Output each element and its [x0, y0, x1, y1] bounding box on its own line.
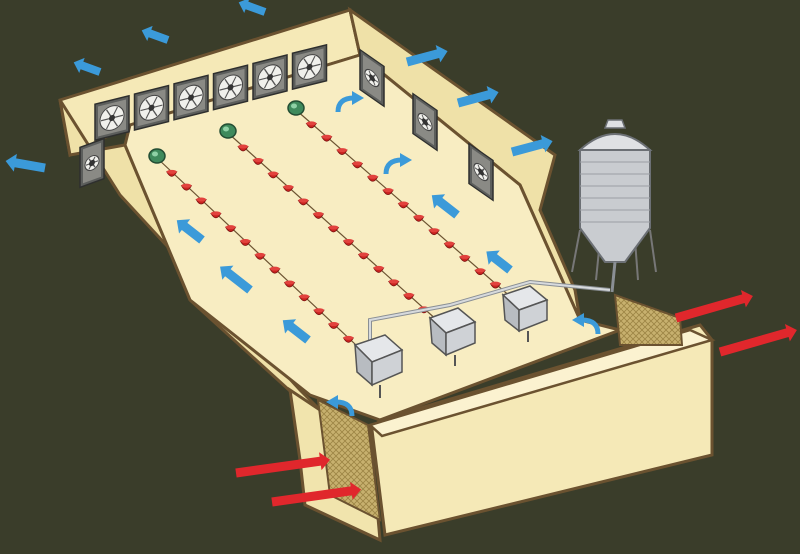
fan-icon: [80, 139, 104, 188]
motor-icon: [220, 124, 236, 138]
motor-icon: [288, 101, 304, 115]
fan-icon: [253, 55, 287, 99]
fan-icon: [135, 86, 169, 130]
motor-icon: [149, 149, 165, 163]
fan-icon: [95, 96, 129, 140]
fan-icon: [174, 75, 208, 119]
fan-icon: [293, 45, 327, 89]
fan-icon: [214, 65, 248, 109]
